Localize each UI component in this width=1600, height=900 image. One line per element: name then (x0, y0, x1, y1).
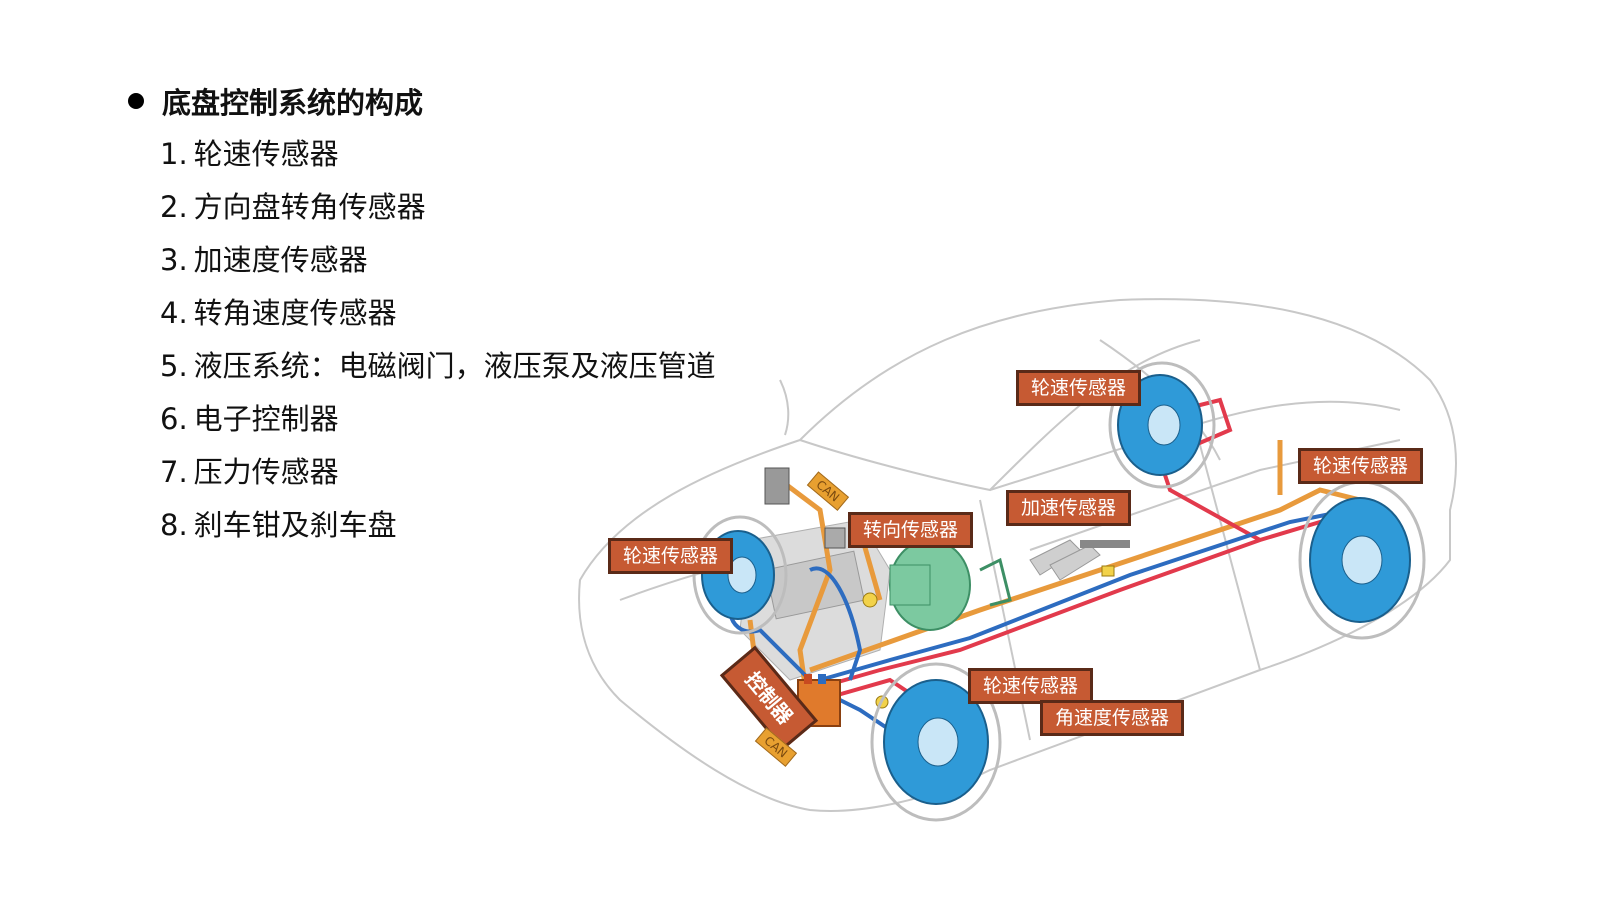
callout-wheel-speed-rear-right: 轮速传感器 (1298, 448, 1424, 484)
list-item: 8.刹车钳及刹车盘 (160, 508, 397, 542)
pedal-assembly (1029, 539, 1130, 581)
bullet-icon (128, 93, 144, 109)
list-item: 7.压力传感器 (160, 455, 339, 489)
ecu-unit (764, 467, 846, 549)
callout-steering-sensor: 转向传感器 (848, 512, 974, 548)
brake-booster (889, 539, 1012, 631)
car-illustration (578, 298, 1457, 822)
section-heading: 底盘控制系统的构成 (128, 80, 423, 122)
car-chassis-diagram: 轮速传感器 轮速传感器 轮速传感器 轮速传感器 转向传感器 加速传感器 角速度传… (560, 270, 1500, 830)
brake-disc-rear-right (1309, 497, 1411, 623)
list-item: 4.转角速度传感器 (160, 296, 397, 330)
list-item: 5.液压系统：电磁阀门，液压泵及液压管道 (160, 349, 716, 383)
brake-disc-front-right (883, 679, 989, 805)
list-item: 6.电子控制器 (160, 402, 339, 436)
callout-wheel-speed-front-right: 轮速传感器 (968, 668, 1094, 704)
section-heading-text: 底盘控制系统的构成 (162, 86, 424, 120)
list-item: 2.方向盘转角传感器 (160, 190, 426, 224)
component-list: 1.轮速传感器 2.方向盘转角传感器 3.加速度传感器 4.转角速度传感器 5.… (160, 132, 716, 556)
callout-wheel-speed-rear-left: 轮速传感器 (1016, 370, 1142, 406)
callout-yaw-rate-sensor: 角速度传感器 (1040, 700, 1185, 736)
callout-acceleration-sensor: 加速传感器 (1006, 490, 1132, 526)
callout-wheel-speed-front-left: 轮速传感器 (608, 538, 734, 574)
list-item: 3.加速度传感器 (160, 243, 368, 277)
engine-block (739, 519, 891, 681)
list-item: 1.轮速传感器 (160, 137, 339, 171)
